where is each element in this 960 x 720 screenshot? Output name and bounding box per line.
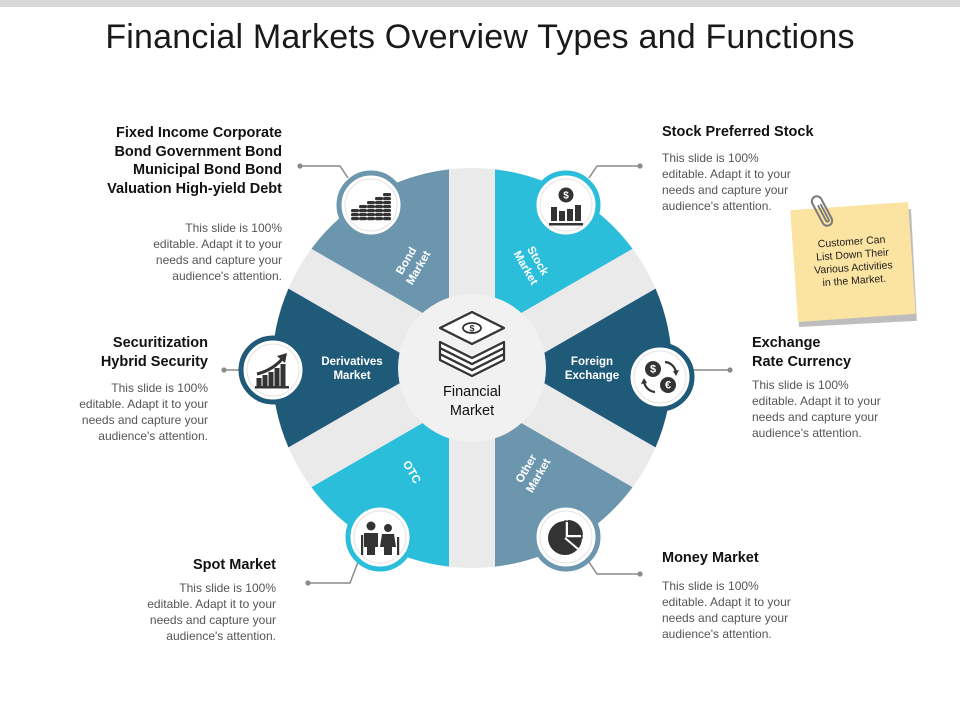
svg-text:$: $ — [563, 191, 569, 202]
center-label-line-1: Financial — [443, 384, 501, 400]
spot-callout-heading: Spot Market — [193, 557, 276, 573]
money-callout-heading: Money Market — [662, 550, 759, 566]
svg-text:Exchange: Exchange — [565, 370, 619, 382]
securitization-callout-heading: Securitization Hybrid Security — [100, 335, 208, 370]
currency-exchange-icon: $€ — [625, 342, 695, 412]
exchange-callout-body: This slide is 100% editable. Adapt it to… — [752, 378, 881, 440]
svg-text:$: $ — [650, 364, 656, 376]
connector-line-otc — [308, 561, 359, 584]
coins-stack-icon — [336, 170, 406, 240]
stock-callout-heading: Stock Preferred Stock — [662, 124, 814, 140]
segment-foreign-exchange — [483, 288, 673, 448]
connector-line-bond — [300, 165, 349, 179]
connector-line-stock — [588, 165, 640, 179]
exchange-callout-heading: Exchange Rate Currency — [752, 335, 852, 370]
growth-chart-icon — [238, 335, 308, 405]
segment-derivatives — [271, 288, 461, 448]
center-label-line-2: Market — [450, 403, 494, 419]
svg-text:$: $ — [469, 324, 474, 334]
connector-dot — [637, 163, 643, 169]
people-icon — [345, 502, 415, 572]
svg-text:Foreign: Foreign — [571, 356, 613, 368]
svg-text:Market: Market — [333, 370, 370, 382]
connector-dot — [221, 367, 227, 373]
bond-callout-heading: Fixed Income Corporate Bond Government B… — [107, 125, 282, 197]
stock-callout-body: This slide is 100% editable. Adapt it to… — [662, 151, 791, 213]
svg-text:Derivatives: Derivatives — [321, 356, 382, 368]
page-title: Financial Markets Overview Types and Fun… — [105, 18, 855, 56]
bond-callout-body: This slide is 100% editable. Adapt it to… — [153, 221, 282, 283]
connector-dot — [637, 571, 643, 577]
securitization-callout-body: This slide is 100% editable. Adapt it to… — [79, 381, 208, 443]
money-callout-body: This slide is 100% editable. Adapt it to… — [662, 579, 791, 641]
connector-dot — [727, 367, 733, 373]
spot-callout-body: This slide is 100% editable. Adapt it to… — [147, 581, 276, 643]
dollar-bar-chart-icon: $ — [531, 170, 601, 240]
connector-dot — [297, 163, 303, 169]
svg-text:€: € — [665, 380, 671, 392]
top-border — [0, 0, 960, 7]
pie-chart-icon — [531, 502, 601, 572]
sticky-note-paper: Customer Can List Down Their Various Act… — [790, 202, 916, 322]
connector-line-other — [588, 561, 640, 575]
banknotes-icon: $ — [438, 310, 506, 378]
sticky-note: Customer Can List Down Their Various Act… — [790, 193, 930, 338]
connector-dot — [305, 580, 311, 586]
